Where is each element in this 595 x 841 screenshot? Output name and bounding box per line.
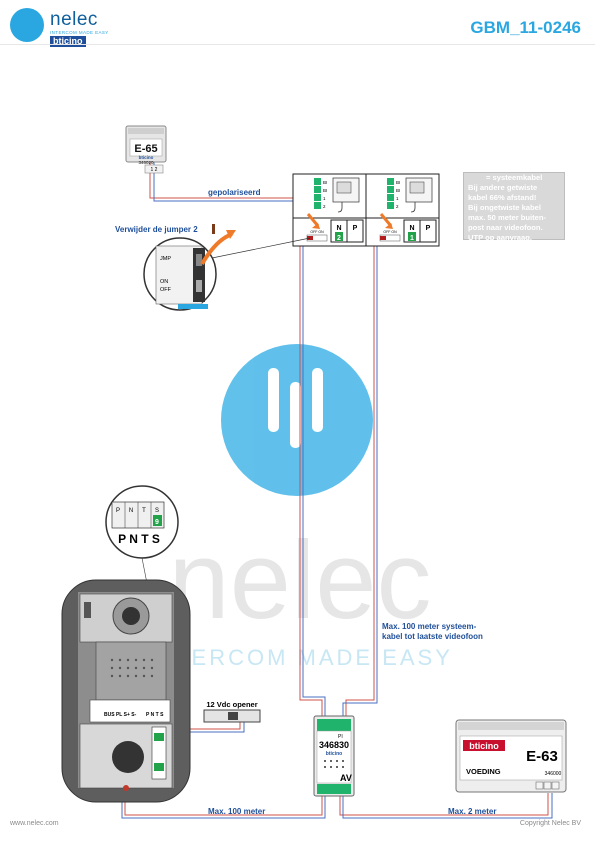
mon2-term-1: BI [396,180,400,185]
brand-tagline: INTERCOM MADE EASY [50,30,109,35]
panel-led-icon [123,785,129,791]
riser-label-line-2: kabel tot laatste videofoon [382,632,483,641]
dip-small-value: 9 [155,519,159,526]
dip-small-s: S [155,508,159,514]
document-code: GBM_11-0246 [470,18,581,37]
mon1-term-2: BI [323,188,327,193]
dip-detail: P N T S 9 P N T S [105,485,179,559]
jumper-off: OFF [160,287,172,293]
remove-jumper-label: Verwijder de jumper 2 [115,225,198,234]
brand-name: nelec [50,9,98,30]
mon2-term-2: BI [396,188,400,193]
cable-psu-monitor-red [149,162,313,199]
riser-label-line-1: Max. 100 meter systeem- [382,622,477,631]
av-module: PI 346830 bticino AV [313,715,355,797]
watermark-tagline: INTERCOM MADE EASY [147,645,453,670]
e65-brand: bticino [139,155,154,160]
cable-opener-red [170,722,241,730]
riser-2-red [345,245,375,716]
jumper-jmp: JMP [160,256,171,262]
riser-1-blue [302,245,326,716]
jumper-detail: JMP ON OFF [143,230,236,311]
mon2-term-4: 2 [396,204,399,209]
av-model: 346830 [319,740,349,750]
cable-e63-red [339,793,549,816]
e65-article: 346020 [138,160,154,165]
dip-big-labels: P N T S [118,532,160,546]
av-brand: bticino [326,751,342,757]
dip-small-t: T [142,508,146,514]
copyright: Copyright Nelec BV [519,820,581,827]
riser-2-blue [342,245,378,716]
note-line-1: = systeemkabel [486,173,543,182]
mon1-dip-n: N [336,225,341,232]
watermark-mark-icon [268,368,323,448]
dip-small-n: N [129,508,133,514]
website: www.nelec.com [10,820,59,827]
riser-1-red [299,245,323,716]
monitor-1: BI BI 1 2 OFF ON N P 2 [292,173,367,247]
note-line-6: post naar videofoon. [468,223,543,232]
note-line-5: max. 50 meter buiten- [468,213,547,222]
dip-small-p: P [116,508,120,514]
mon1-term-1: BI [323,180,327,185]
header-divider [0,44,595,45]
note-line-3: kabel 66% afstand! [468,193,537,202]
panel-dip-labels: P N T S [146,712,164,718]
av-pi: PI [338,734,343,740]
opener-label: 12 Vdc opener [206,700,257,709]
e65-model: E-65 [134,143,157,155]
panel-terminal-labels: BUS PL S+ S- [104,712,137,718]
e63-voeding: VOEDING [466,767,501,776]
cable-e63-blue [342,793,553,819]
cable-opener-blue [170,722,245,733]
partner-brand: bticino [50,36,86,47]
door-opener: 12 Vdc opener [203,700,261,723]
note-line-4: Bij ongetwiste kabel [468,203,542,212]
nelec-logo: nelec INTERCOM MADE EASY bticino [10,8,130,47]
monitor-2: BI BI 1 2 OFF ON N P 1 [365,173,440,247]
jumper-on: ON [160,279,168,285]
mon1-term-3: 1 [323,196,326,201]
av-label: AV [340,773,352,783]
mon2-arrow-icon [379,213,393,227]
power-supply-e63: bticino E-63 VOEDING 346000 [455,719,567,793]
note-line-2: Bij andere getwiste [468,183,538,192]
cable-bottom-blue [121,795,326,819]
mon1-dip-value: 2 [337,235,341,242]
max-100-bottom-label: Max. 100 meter [208,807,265,816]
door-panel: BUS PL S+ S- P N T S [61,579,191,803]
mon2-switch-label: OFF ON [383,230,397,234]
polarized-label: gepolariseerd [208,188,261,197]
jumper-callout-line [211,237,311,259]
e63-brand: bticino [469,741,499,751]
e65-terminals: 1 2 [151,167,158,173]
cable-psu-monitor-blue [153,162,313,202]
system-cables [121,162,553,819]
nelec-logo-icon [10,8,44,42]
mon2-dip-p: P [426,225,431,232]
cable-bottom-red [124,795,323,816]
mon1-dip-p: P [353,225,358,232]
cable-note: = systeemkabel Bij andere getwiste kabel… [463,172,565,242]
max-2-bottom-label: Max. 2 meter [448,807,496,816]
power-supply-e65: E-65 bticino 346020 1 2 [125,125,167,174]
mon2-term-3: 1 [396,196,399,201]
note-line-7: UTP op aanvraag. [468,233,533,242]
mon2-dip-n: N [409,225,414,232]
mon2-dip-value: 1 [410,235,414,242]
jumper-icon [212,224,215,234]
mon1-term-4: 2 [323,204,326,209]
mon1-switch-label: OFF ON [310,230,324,234]
mon1-arrow-icon [306,213,320,227]
e63-article: 346000 [545,771,562,777]
e63-model: E-63 [526,748,558,765]
